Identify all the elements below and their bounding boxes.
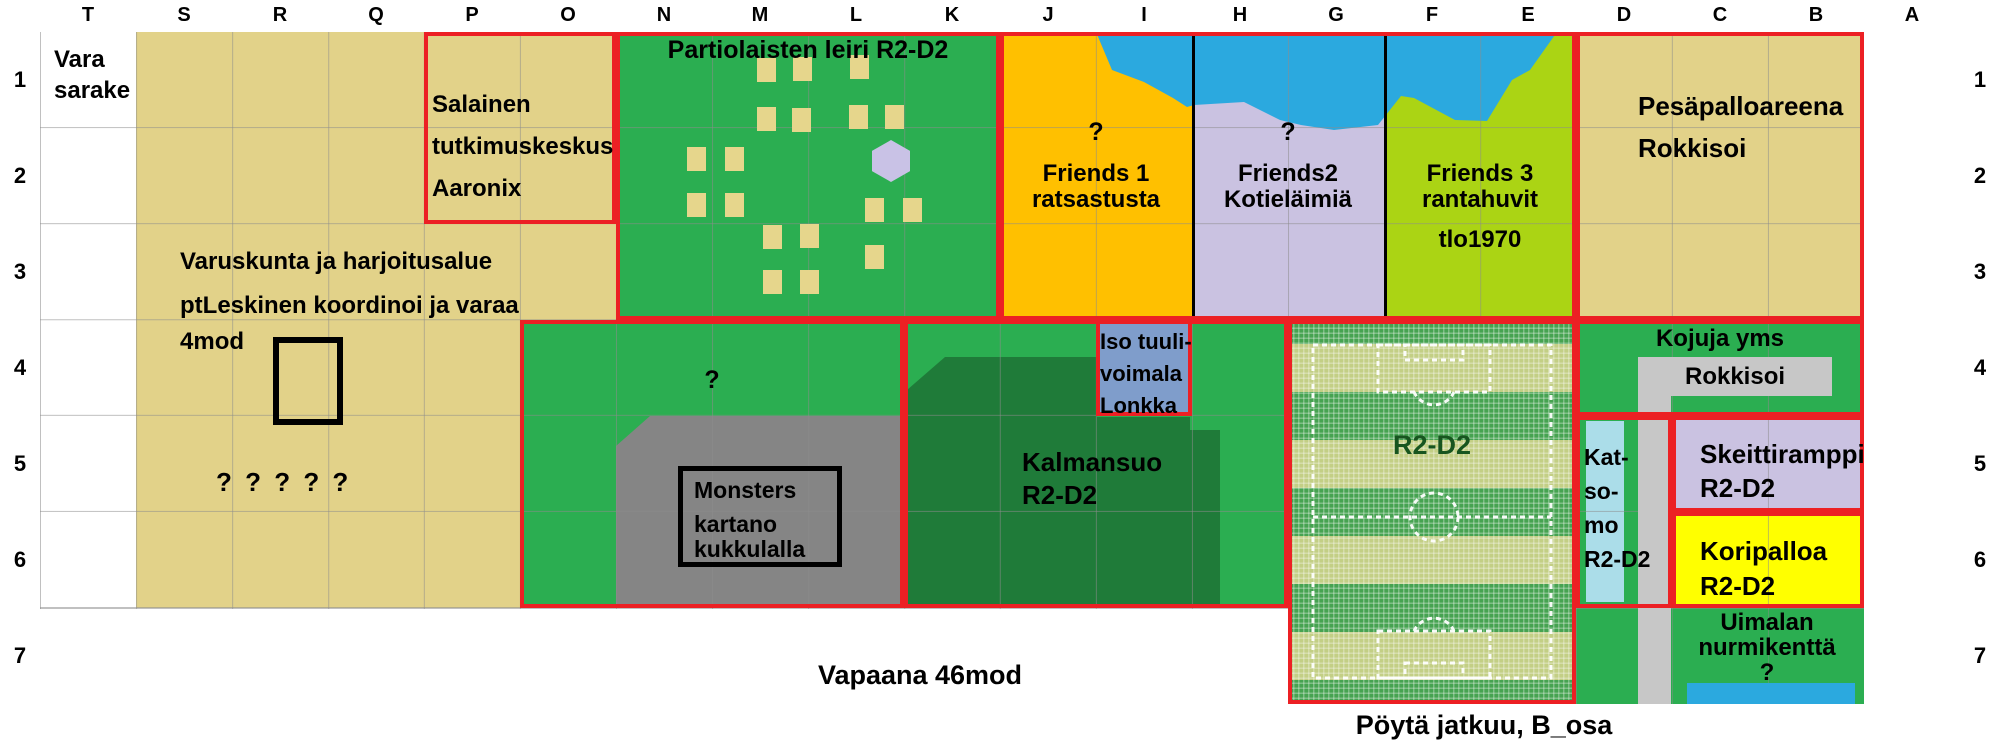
camp-tent-9: [725, 147, 744, 171]
column-header-L: L: [849, 4, 863, 26]
column-header-D: D: [1616, 4, 1632, 26]
column-header-J: J: [1042, 4, 1054, 26]
field-label: R2-D2: [1392, 430, 1472, 460]
row-header-right-5: 5: [1973, 451, 1987, 476]
camp-tent-11: [725, 193, 744, 217]
katsomo-label: Kat- so- mo R2-D2: [1584, 444, 1651, 573]
pool: [1687, 683, 1855, 704]
monsters-line2: kartano kukkulalla: [694, 511, 806, 562]
camp-tent-14: [763, 225, 782, 249]
camp-title: Partiolaisten leiri R2-D2: [667, 36, 949, 64]
quarry-question: ?: [704, 366, 720, 394]
column-header-M: M: [751, 4, 769, 26]
varuskunta-line1: Varuskunta ja harjoitusalue: [180, 248, 493, 275]
row-header-right-3: 3: [1973, 259, 1987, 284]
camp-tent-13: [903, 198, 922, 222]
salainen-label: Salainen tutkimuskeskus Aaronix: [432, 91, 614, 202]
camp-tent-4: [757, 107, 776, 131]
column-header-K: K: [944, 4, 960, 26]
monsters-line1: Monsters: [694, 477, 797, 503]
column-header-B: B: [1808, 4, 1824, 26]
row-header-right-7: 7: [1973, 643, 1987, 668]
camp-tent-15: [800, 224, 819, 248]
column-header-A: A: [1904, 4, 1920, 26]
friends3-code: tlo1970: [1438, 226, 1522, 253]
camp-tent-16: [865, 245, 884, 269]
footer-free-note: Vapaana 46mod: [817, 660, 1023, 690]
camp-tent-10: [687, 193, 706, 217]
row-header-left-6: 6: [13, 547, 27, 572]
kojuja-road-label: Rokkisoi: [1684, 363, 1786, 390]
row-header-right-1: 1: [1973, 67, 1987, 92]
uimala-label: Uimalan nurmikenttä ?: [1698, 609, 1836, 686]
column-header-I: I: [1141, 4, 1147, 26]
row-header-left-7: 7: [13, 643, 27, 668]
row-header-right-6: 6: [1973, 547, 1987, 572]
column-header-T: T: [81, 4, 95, 26]
row-header-left-5: 5: [13, 451, 27, 476]
camp-tent-5: [792, 108, 811, 132]
pesapallo-label: Pesäpalloareena Rokkisoi: [1638, 91, 1844, 163]
row-header-left-3: 3: [13, 259, 27, 284]
varuskunta-line3: 4mod: [180, 328, 245, 355]
camp-tent-7: [885, 105, 904, 129]
skeittiramppi-label: Skeittiramppi R2-D2: [1700, 439, 1865, 503]
column-header-S: S: [177, 4, 191, 26]
column-header-O: O: [560, 4, 576, 26]
row-header-left-4: 4: [13, 355, 27, 380]
row-header-right-4: 4: [1973, 355, 1987, 380]
column-header-P: P: [465, 4, 479, 26]
koripallo-label: Koripalloa R2-D2: [1700, 536, 1828, 602]
camp-tent-17: [763, 270, 782, 294]
column-header-F: F: [1425, 4, 1439, 26]
row-header-right-2: 2: [1973, 163, 1987, 188]
camp-tent-8: [687, 147, 706, 171]
camp-tent-6: [849, 105, 868, 129]
column-header-N: N: [656, 4, 672, 26]
friends2-question: ?: [1280, 118, 1296, 146]
column-header-Q: Q: [368, 4, 384, 26]
column-header-E: E: [1521, 4, 1535, 26]
friends1-question: ?: [1088, 118, 1104, 146]
spare-column-label: Vara sarake: [54, 46, 131, 105]
varuskunta-line2: ptLeskinen koordinoi ja varaa: [180, 292, 519, 319]
reserved-slot-rect: [273, 337, 343, 425]
column-header-H: H: [1232, 4, 1248, 26]
camp-tent-12: [865, 198, 884, 222]
friends3-activity: rantahuvit: [1421, 186, 1538, 213]
friends2-activity: Kotieläimiä: [1223, 186, 1353, 213]
kojuja-title: Kojuja yms: [1655, 325, 1785, 352]
friends1-activity: ratsastusta: [1031, 186, 1161, 213]
field-markings: [1311, 343, 1553, 680]
column-header-G: G: [1328, 4, 1344, 26]
varuskunta-question-marks: ? ? ? ? ?: [216, 467, 352, 497]
kalmansuo-label: Kalmansuo R2-D2: [1022, 447, 1163, 510]
footer-continuation: Pöytä jatkuu, B_osa: [1355, 710, 1613, 740]
column-header-R: R: [272, 4, 288, 26]
row-header-left-2: 2: [13, 163, 27, 188]
column-header-C: C: [1712, 4, 1728, 26]
pesapallo-area: [1576, 32, 1864, 320]
row-header-left-1: 1: [13, 67, 27, 92]
camp-tent-18: [800, 270, 819, 294]
tuulivoimala-label: Iso tuuli- voimala Lonkka: [1100, 329, 1192, 418]
